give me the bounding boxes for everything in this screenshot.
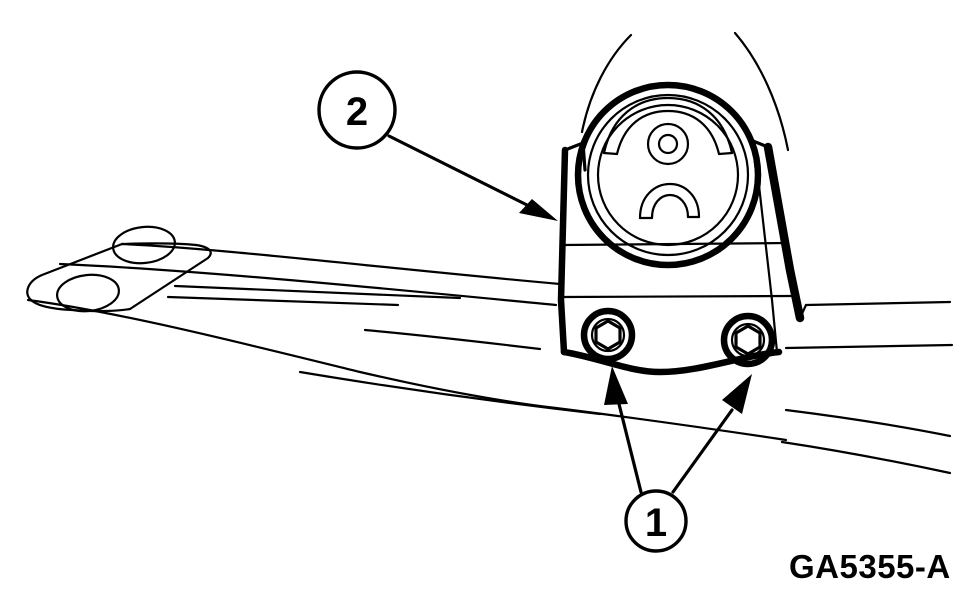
callout-1-arrowhead-left xyxy=(604,366,628,405)
callout-1-label: 1 xyxy=(645,501,667,545)
callout-2-arrowhead xyxy=(519,199,558,221)
insulator xyxy=(574,81,762,269)
callout-2-circle xyxy=(317,70,397,150)
callout-1-leader-right xyxy=(671,408,734,494)
callout-2[interactable]: 2 xyxy=(317,70,558,221)
callout-1-circle xyxy=(624,489,688,553)
callout-2-leader xyxy=(387,134,533,209)
callout-1[interactable]: 1 xyxy=(604,366,752,553)
callout-1-arrowhead-right xyxy=(722,374,752,414)
crossmember xyxy=(26,242,562,410)
callout-2-label: 2 xyxy=(346,90,368,134)
bolt-right xyxy=(720,312,776,368)
frame-flange xyxy=(26,225,212,313)
crossmember-lower-lines xyxy=(298,370,788,442)
figure-code: GA5355-A xyxy=(789,548,951,585)
callout-1-leader-left xyxy=(617,402,643,494)
bolt-left xyxy=(580,307,636,363)
crossmember-right xyxy=(780,300,954,475)
engine-bracket-arcs xyxy=(580,31,790,152)
